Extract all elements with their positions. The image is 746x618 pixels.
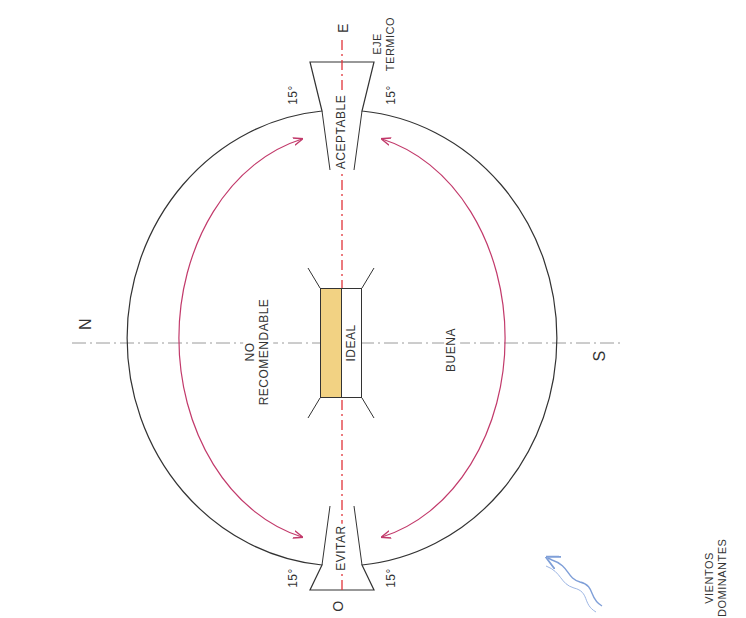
orientation-label: BUENA <box>444 326 460 374</box>
orientation-label: 15° <box>385 568 399 588</box>
wind-arrow-stroke <box>546 566 596 612</box>
orientation-label: N <box>77 318 95 330</box>
orientation-label: 15° <box>385 85 399 105</box>
range-arc <box>382 139 505 537</box>
zone-label: IDEAL <box>344 324 358 361</box>
orientation-label: NO RECOMENDABLE <box>243 293 273 412</box>
orientation-label: 15° <box>287 85 301 105</box>
ideal-box: IDEAL <box>320 288 362 398</box>
shaded-half <box>321 289 342 397</box>
orientation-outline <box>127 62 557 590</box>
orientation-label: S <box>590 348 610 363</box>
orientation-label: EVITAR <box>334 523 350 572</box>
orientation-label: E <box>335 23 351 33</box>
orientation-label: EJE TERMICO <box>371 13 396 75</box>
orientation-label: VIENTOS DOMINANTES <box>703 539 728 617</box>
orientation-label: O <box>330 600 346 611</box>
wind-arrow <box>548 558 602 606</box>
orientation-label: ACEPTABLE <box>334 93 350 171</box>
sector-lines <box>308 111 374 565</box>
range-arc <box>179 139 302 537</box>
axis-tick <box>334 14 350 20</box>
orientation-label: 15° <box>287 568 301 588</box>
